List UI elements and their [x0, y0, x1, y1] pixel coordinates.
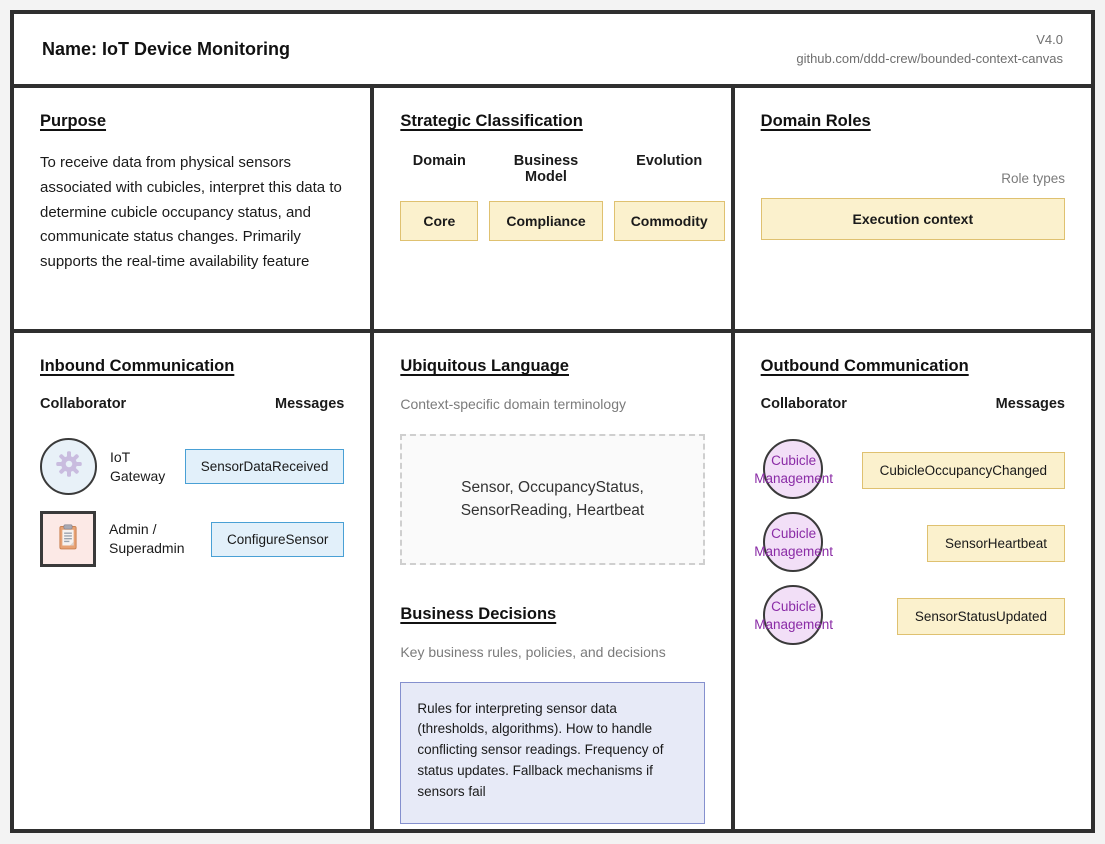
inbound-row-admin: Admin / Superadmin ConfigureSensor	[40, 511, 345, 567]
repo-link: github.com/ddd-crew/bounded-context-canv…	[796, 51, 1063, 66]
purpose-text[interactable]: To receive data from physical sensors as…	[40, 154, 342, 270]
cubicle-management-avatar[interactable]: Cubicle Management	[754, 584, 833, 648]
admin-avatar[interactable]	[40, 511, 96, 567]
role-execution-context-button[interactable]: Execution context	[760, 198, 1065, 240]
business-decisions-subtitle: Key business rules, policies, and decisi…	[400, 643, 666, 660]
business-decisions-box[interactable]: Rules for interpreting sensor data (thre…	[400, 681, 705, 825]
role-types-label: Role types	[1001, 171, 1065, 186]
inbound-row-iot-gateway: IoT Gateway SensorDataReceived	[40, 438, 345, 495]
collaborator-header: Collaborator	[760, 396, 847, 412]
iot-gateway-avatar[interactable]	[40, 438, 97, 495]
strategic-column-business-model: Business Model Compliance	[489, 153, 603, 241]
outbound-column-headers: Collaborator Messages	[761, 396, 1065, 412]
cubicle-management-avatar[interactable]: Cubicle Management	[754, 511, 833, 575]
circle-shape	[762, 512, 823, 572]
ubiquitous-language-panel: Ubiquitous Language Context-specific dom…	[372, 331, 733, 831]
messages-header: Messages	[995, 396, 1065, 412]
ubiquitous-subtitle: Context-specific domain terminology	[400, 396, 626, 412]
business-decisions-heading: Business Decisions	[400, 604, 557, 623]
strategic-column-domain: Domain Core	[400, 153, 479, 241]
outbound-message-sensorstatusupdated[interactable]: SensorStatusUpdated	[896, 597, 1065, 635]
domain-roles-heading: Domain Roles	[760, 112, 871, 130]
outbound-row-occupancy-changed: Cubicle Management CubicleOccupancyChang…	[754, 438, 1065, 502]
evolution-label: Evolution	[636, 153, 703, 169]
inbound-communication-panel: Inbound Communication Collaborator Messa…	[12, 331, 373, 831]
canvas-meta: V4.0 github.com/ddd-crew/bounded-context…	[796, 30, 1063, 69]
business-model-label: Business Model	[513, 153, 579, 185]
circle-shape	[762, 439, 823, 499]
business-model-value-button[interactable]: Compliance	[489, 201, 603, 241]
circle-shape	[762, 585, 823, 645]
terminology-text: Sensor, OccupancyStatus, SensorReading, …	[460, 479, 645, 520]
domain-label: Domain	[412, 153, 466, 169]
collaborator-name: Admin / Superadmin	[109, 521, 185, 556]
strategic-column-evolution: Evolution Commodity	[613, 153, 725, 241]
purpose-panel: Purpose To receive data from physical se…	[12, 86, 373, 331]
page-title: Name: IoT Device Monitoring	[42, 38, 291, 59]
clipboard-icon	[53, 522, 83, 557]
inbound-column-headers: Collaborator Messages	[40, 396, 344, 412]
bounded-context-canvas: Name: IoT Device Monitoring V4.0 github.…	[12, 12, 1093, 831]
outbound-row-sensor-heartbeat: Cubicle Management SensorHeartbeat	[754, 511, 1065, 575]
outbound-row-sensor-status-updated: Cubicle Management SensorStatusUpdated	[754, 584, 1065, 648]
cubicle-management-avatar[interactable]: Cubicle Management	[754, 438, 833, 502]
gear-icon	[54, 449, 84, 484]
strategic-heading: Strategic Classification	[400, 112, 583, 130]
outbound-message-cubicleoccupancychanged[interactable]: CubicleOccupancyChanged	[861, 451, 1065, 489]
ubiquitous-heading: Ubiquitous Language	[400, 357, 569, 375]
purpose-heading: Purpose	[40, 112, 107, 130]
evolution-value-button[interactable]: Commodity	[613, 201, 725, 241]
strategic-classification-panel: Strategic Classification Domain Core Bus…	[372, 86, 733, 331]
canvas-header: Name: IoT Device Monitoring V4.0 github.…	[12, 12, 1093, 86]
inbound-message-sensordatareceived[interactable]: SensorDataReceived	[184, 449, 345, 484]
collaborator-header: Collaborator	[40, 396, 127, 412]
collaborator-name: IoT Gateway	[110, 448, 166, 484]
strategic-columns: Domain Core Business Model Compliance Ev…	[400, 153, 725, 241]
version-label: V4.0	[1036, 31, 1063, 47]
domain-value-button[interactable]: Core	[400, 201, 479, 241]
outbound-message-sensorheartbeat[interactable]: SensorHeartbeat	[926, 524, 1065, 562]
outbound-heading: Outbound Communication	[760, 357, 969, 375]
messages-header: Messages	[275, 396, 345, 412]
terminology-box[interactable]: Sensor, OccupancyStatus, SensorReading, …	[400, 434, 705, 565]
inbound-heading: Inbound Communication	[40, 357, 235, 375]
inbound-message-configuresensor[interactable]: ConfigureSensor	[211, 521, 345, 557]
outbound-communication-panel: Outbound Communication Collaborator Mess…	[732, 331, 1093, 831]
domain-roles-panel: Domain Roles Role types Execution contex…	[732, 86, 1093, 331]
